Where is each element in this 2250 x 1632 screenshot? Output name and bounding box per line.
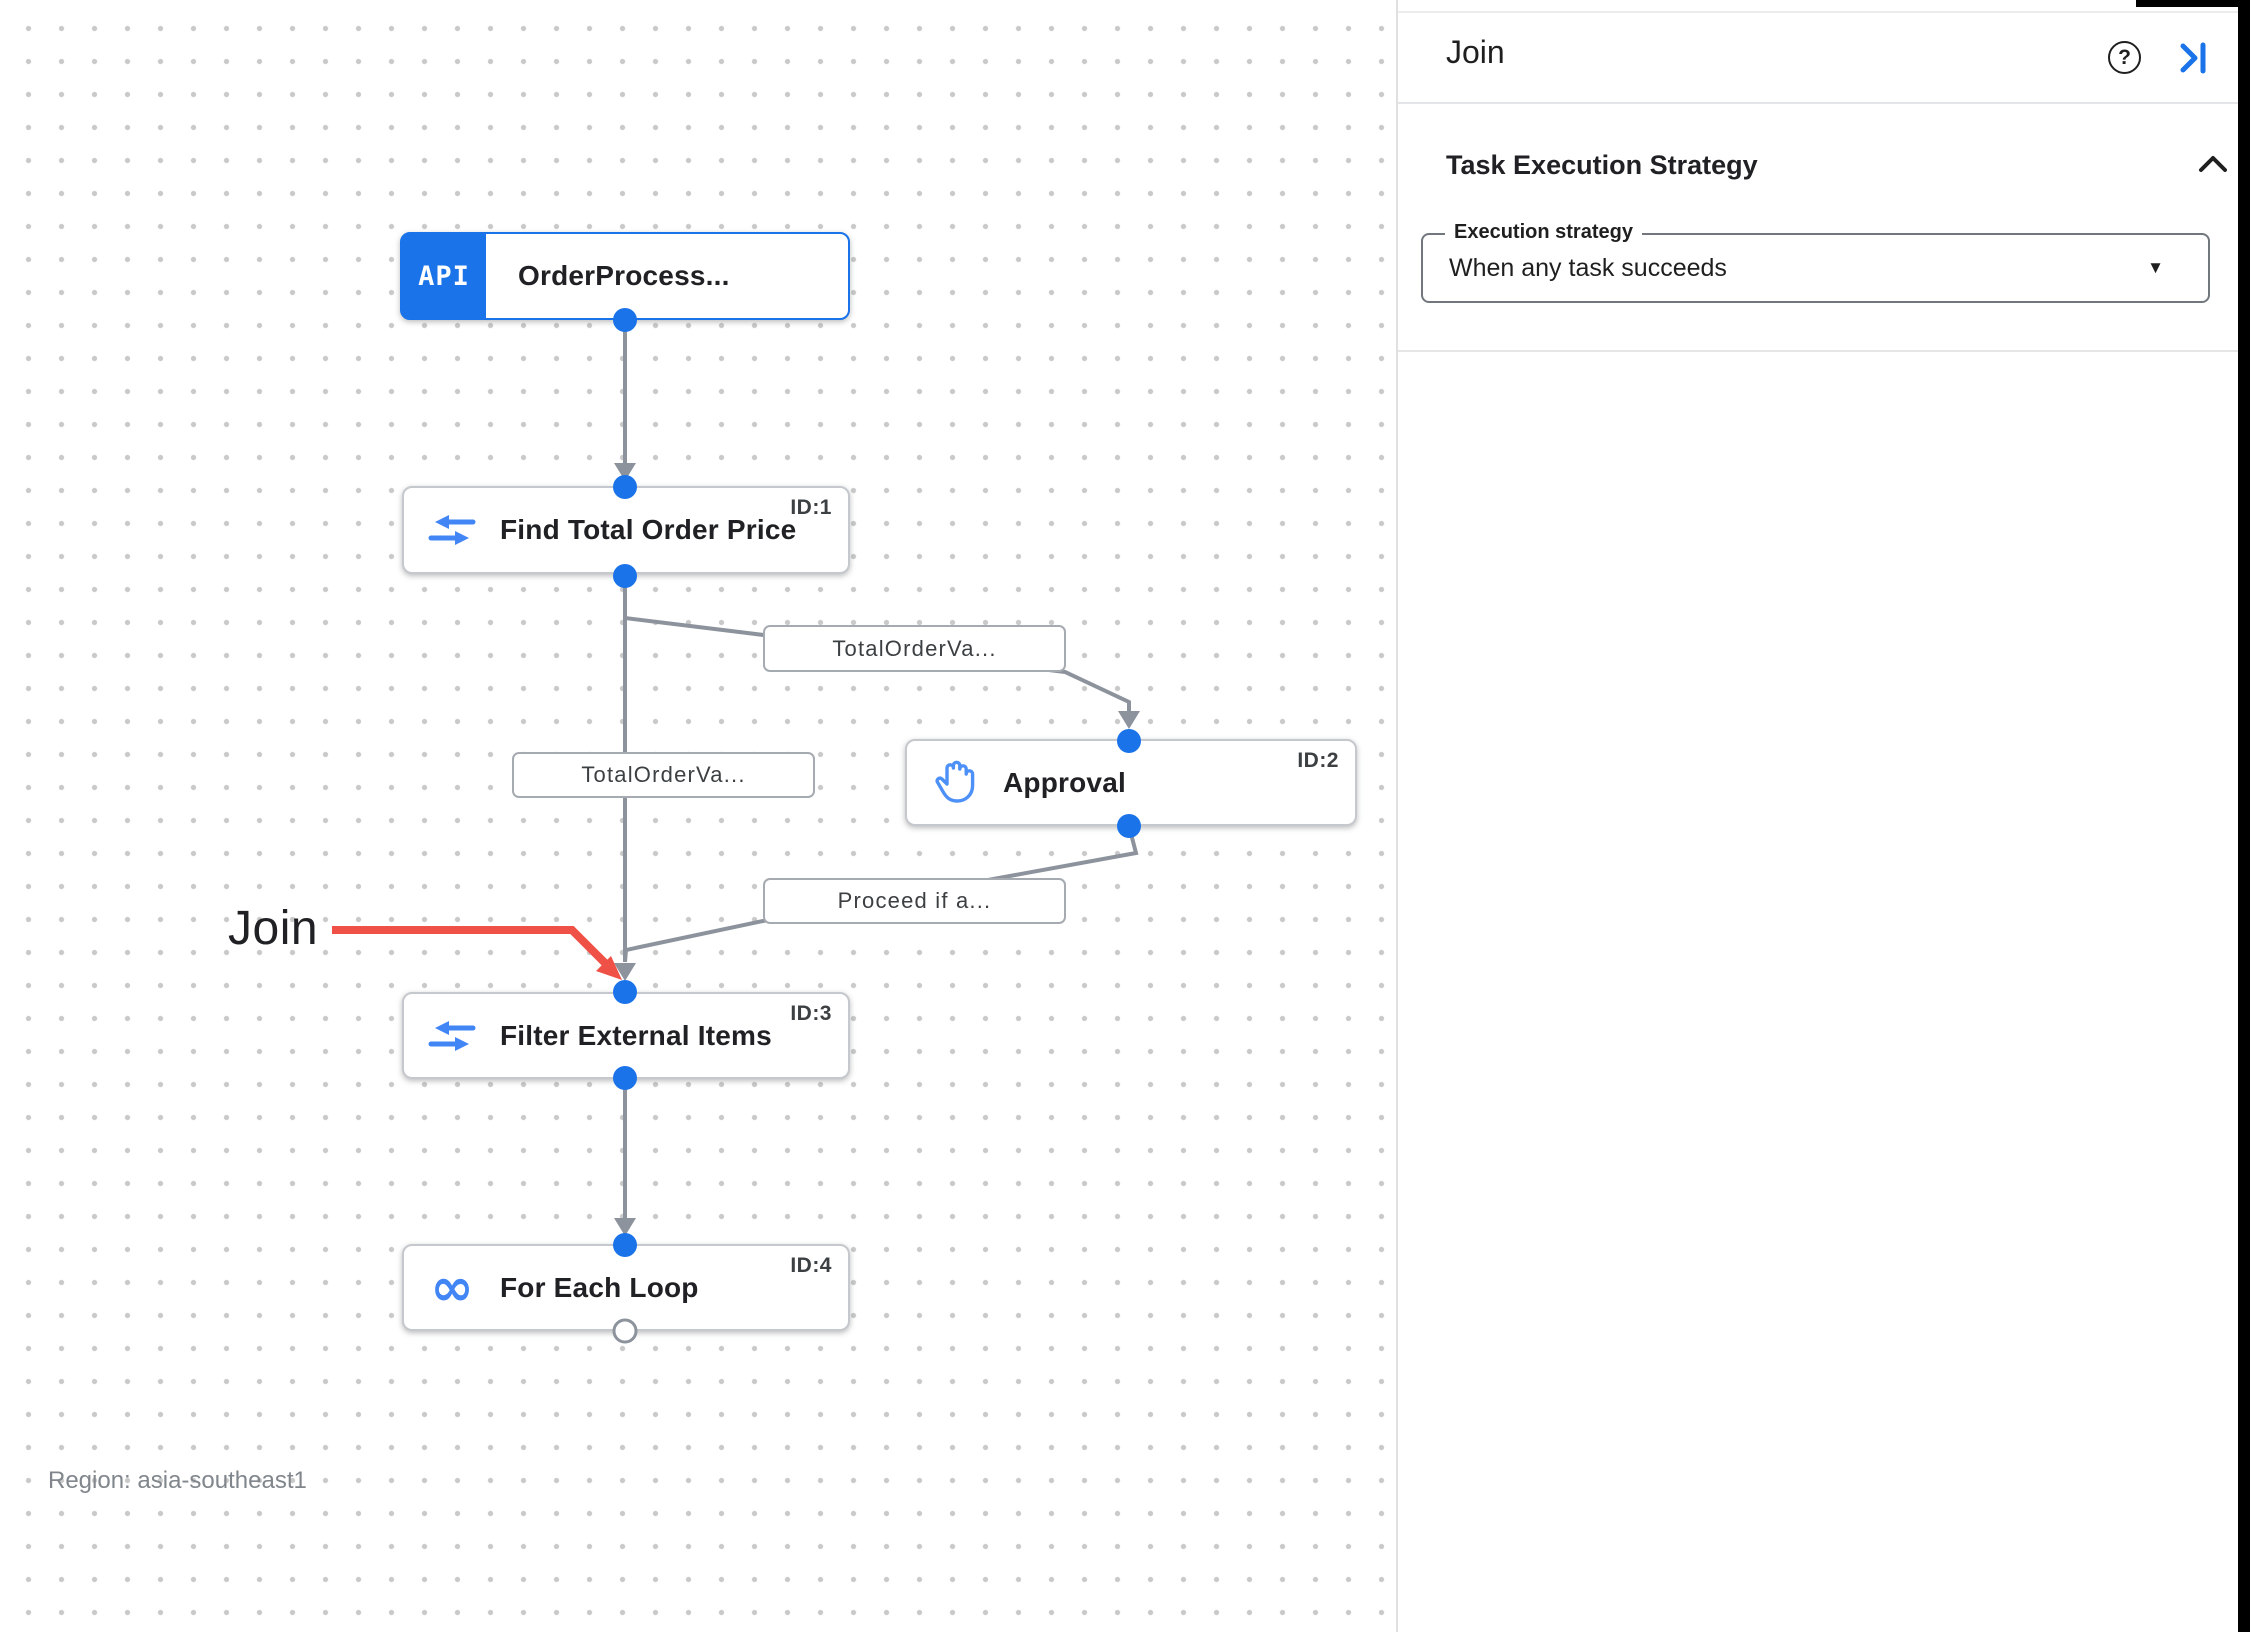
dropdown-caret-icon: ▼ bbox=[2147, 258, 2164, 277]
join-annotation-arrow bbox=[332, 926, 622, 980]
api-trigger-badge: API bbox=[402, 234, 486, 318]
section-title-task-execution-strategy: Task Execution Strategy bbox=[1446, 150, 1758, 180]
node-id-badge: ID:4 bbox=[790, 1254, 832, 1277]
right-edge-black-bar bbox=[2238, 0, 2250, 1632]
node-title: OrderProcess... bbox=[518, 260, 730, 291]
region-note: Region: asia-southeast1 bbox=[48, 1467, 307, 1494]
execution-strategy-value: When any task succeeds bbox=[1449, 253, 1727, 282]
node-title: Approval bbox=[1003, 766, 1126, 798]
panel-title: Join bbox=[1446, 34, 1505, 70]
node-title: Find Total Order Price bbox=[500, 514, 797, 545]
edge-label-proceed-if[interactable]: Proceed if a... bbox=[763, 878, 1066, 924]
data-mapping-icon bbox=[404, 1018, 500, 1054]
top-right-black-bar bbox=[2136, 0, 2250, 7]
arrowhead-findtotal bbox=[614, 463, 636, 481]
panel-header: Join ? bbox=[1398, 0, 2250, 104]
arrowhead-filter bbox=[614, 963, 636, 981]
node-id-badge: ID:3 bbox=[790, 1002, 832, 1025]
chevron-up-icon[interactable] bbox=[2198, 155, 2228, 173]
node-for-each-loop[interactable]: ID:4 ∞ For Each Loop bbox=[402, 1244, 850, 1331]
section-divider bbox=[1398, 350, 2250, 352]
node-filter-external-items[interactable]: ID:3 Filter External Items bbox=[402, 992, 850, 1079]
node-title: Filter External Items bbox=[500, 1019, 772, 1051]
arrowhead-foreach bbox=[614, 1218, 636, 1236]
config-panel: Join ? Task Execution Strategy Execution… bbox=[1396, 0, 2250, 1632]
workflow-canvas[interactable]: API OrderProcess... ID:1 Find Total Orde… bbox=[0, 0, 1396, 1632]
node-title: For Each Loop bbox=[500, 1271, 699, 1303]
node-id-badge: ID:1 bbox=[790, 496, 832, 519]
node-approval[interactable]: ID:2 Approval bbox=[905, 739, 1357, 826]
collapse-panel-icon[interactable] bbox=[2176, 41, 2210, 75]
edge-label-totalorderva-right[interactable]: TotalOrderVa... bbox=[763, 625, 1066, 672]
execution-strategy-select[interactable]: Execution strategy When any task succeed… bbox=[1421, 221, 2210, 303]
data-mapping-icon bbox=[404, 512, 500, 548]
node-order-process-trigger[interactable]: API OrderProcess... bbox=[400, 232, 850, 320]
arrowhead-approval bbox=[1118, 711, 1140, 729]
join-annotation-text: Join bbox=[228, 902, 319, 955]
help-icon[interactable]: ? bbox=[2108, 41, 2141, 74]
edge-label-totalorderva-left[interactable]: TotalOrderVa... bbox=[512, 752, 815, 798]
panel-top-divider bbox=[1398, 11, 2250, 13]
loop-icon: ∞ bbox=[430, 1257, 474, 1318]
node-id-badge: ID:2 bbox=[1297, 749, 1339, 772]
hand-approval-icon bbox=[907, 757, 1003, 809]
execution-strategy-label: Execution strategy bbox=[1445, 221, 1642, 244]
node-find-total-order-price[interactable]: ID:1 Find Total Order Price bbox=[402, 486, 850, 574]
